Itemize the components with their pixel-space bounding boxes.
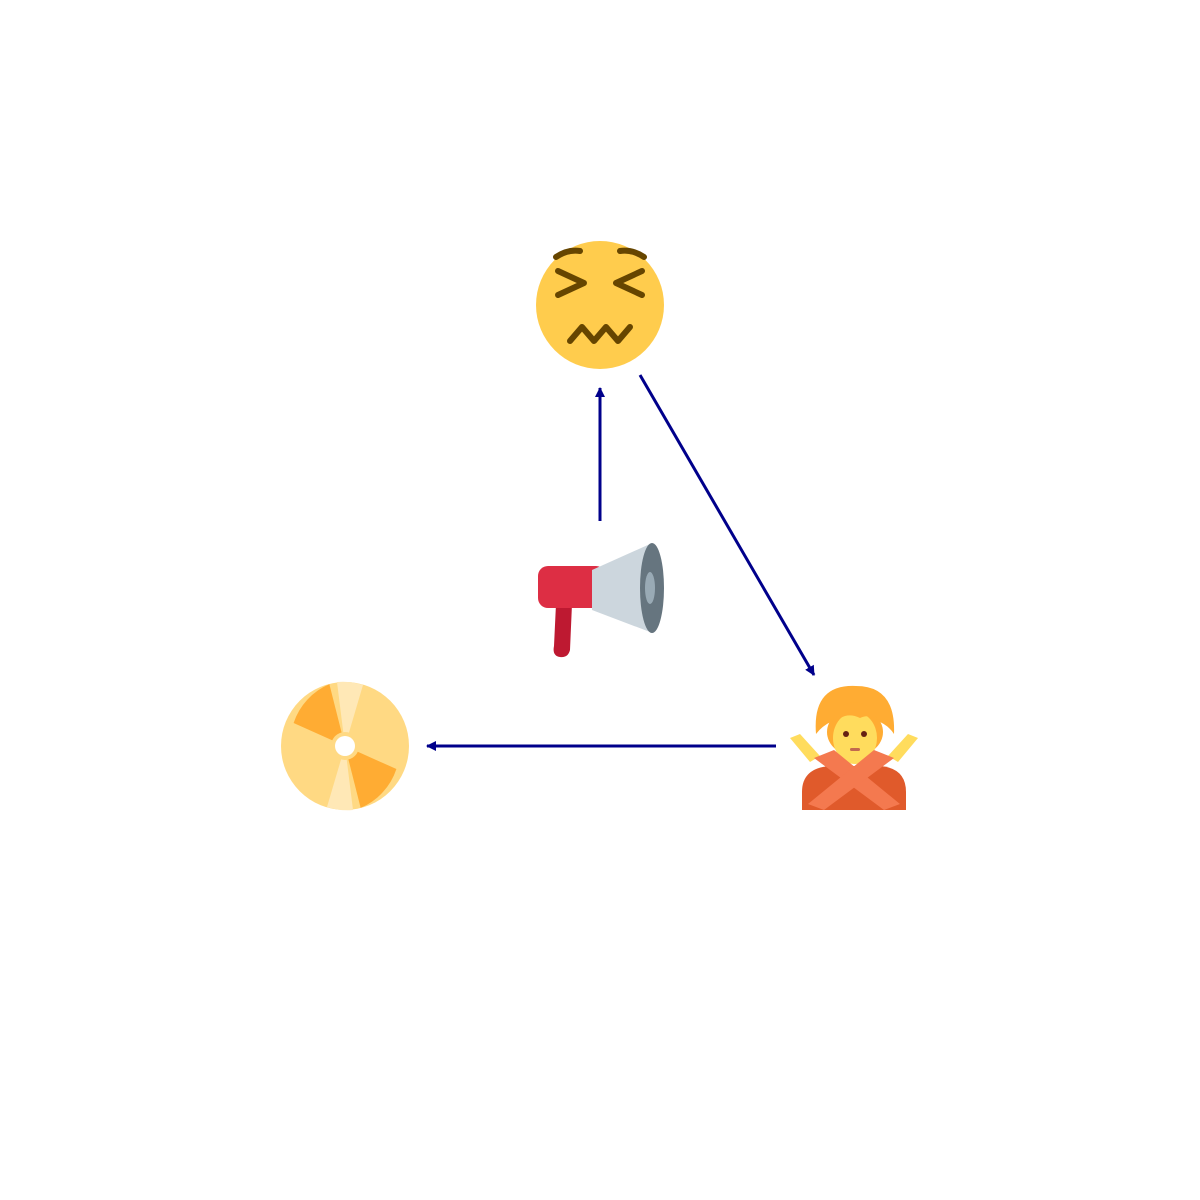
edge-confounded-face-to-person-gesturing-no [638,374,816,676]
megaphone-icon [538,543,664,658]
edges [426,374,816,751]
dvd-disc-icon [281,681,409,811]
person-gesturing-no-icon [790,685,918,810]
confounded-face-icon [536,241,664,369]
